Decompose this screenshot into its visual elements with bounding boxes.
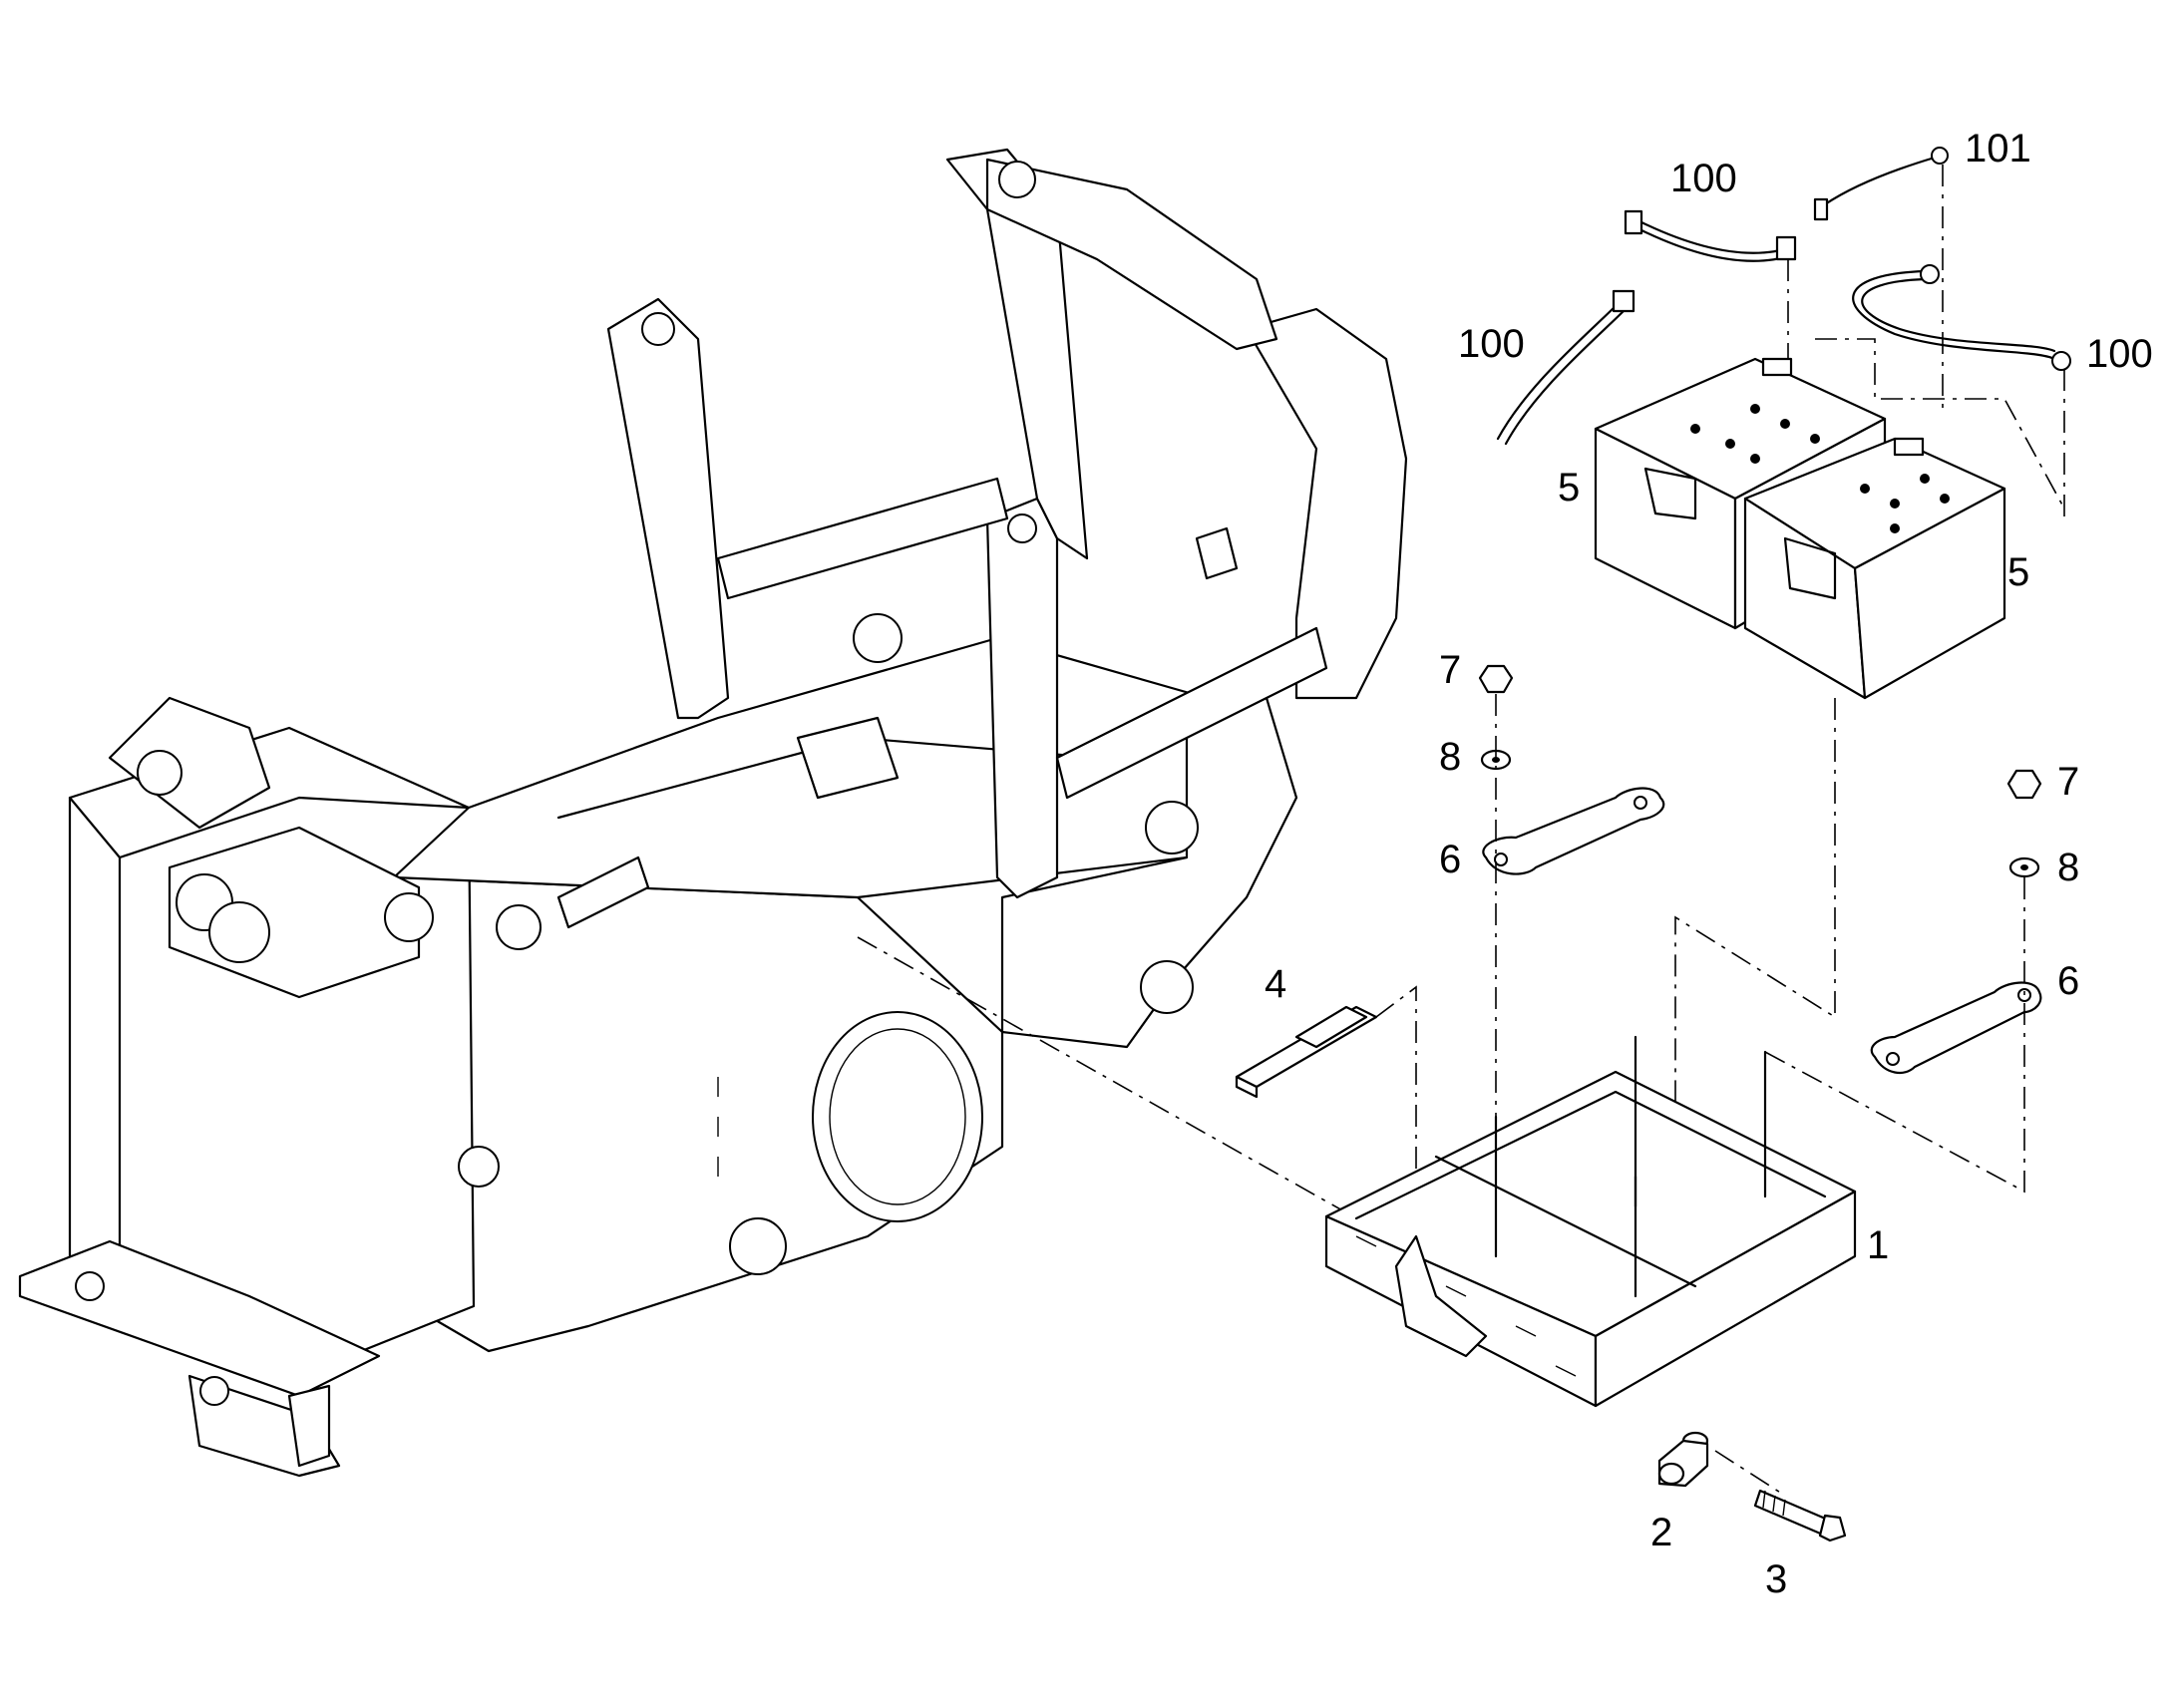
callout-7-left: 7: [1439, 648, 1461, 692]
cable-101: [1823, 156, 1937, 206]
callout-6-left: 6: [1439, 838, 1461, 881]
batteries: [1594, 357, 2006, 1246]
strap-6-right: [1870, 981, 2042, 1075]
spacer-2: [1657, 1431, 1709, 1488]
callout-1: 1: [1867, 1223, 1889, 1267]
callout-3: 3: [1765, 1557, 1787, 1601]
strap-6-left: [1482, 787, 1665, 875]
callout-7-right: 7: [2057, 760, 2079, 804]
callout-8-right: 8: [2057, 846, 2079, 889]
battery-cables: [1496, 147, 2071, 518]
nut-7-left: [1478, 664, 1514, 694]
callout-2: 2: [1650, 1511, 1672, 1554]
callout-101: 101: [1965, 127, 2031, 171]
callout-100-left: 100: [1458, 322, 1525, 366]
machine-frame: [18, 148, 1408, 1478]
callout-5-left: 5: [1558, 466, 1580, 510]
nut-7-right: [2006, 769, 2042, 800]
battery-tray: [1324, 1035, 1857, 1408]
callout-labels: 100 101 100 100 5 5 7 8 6 7 8 6 4 1 2 3: [1265, 127, 2153, 1601]
callout-100-top: 100: [1670, 157, 1737, 200]
callout-5-right: 5: [2007, 550, 2029, 594]
hold-down-right: [1764, 769, 2042, 1196]
bolt-3: [1714, 1450, 1847, 1542]
cable-100-left: [1504, 307, 1628, 446]
pad-4: [1235, 985, 1417, 1226]
callout-8-left: 8: [1439, 735, 1461, 779]
callout-6-right: 6: [2057, 959, 2079, 1003]
cable-100-right: [1852, 269, 2056, 361]
callout-4: 4: [1265, 962, 1286, 1006]
callout-100-right: 100: [2086, 332, 2153, 376]
cable-100-top: [1634, 217, 1787, 254]
